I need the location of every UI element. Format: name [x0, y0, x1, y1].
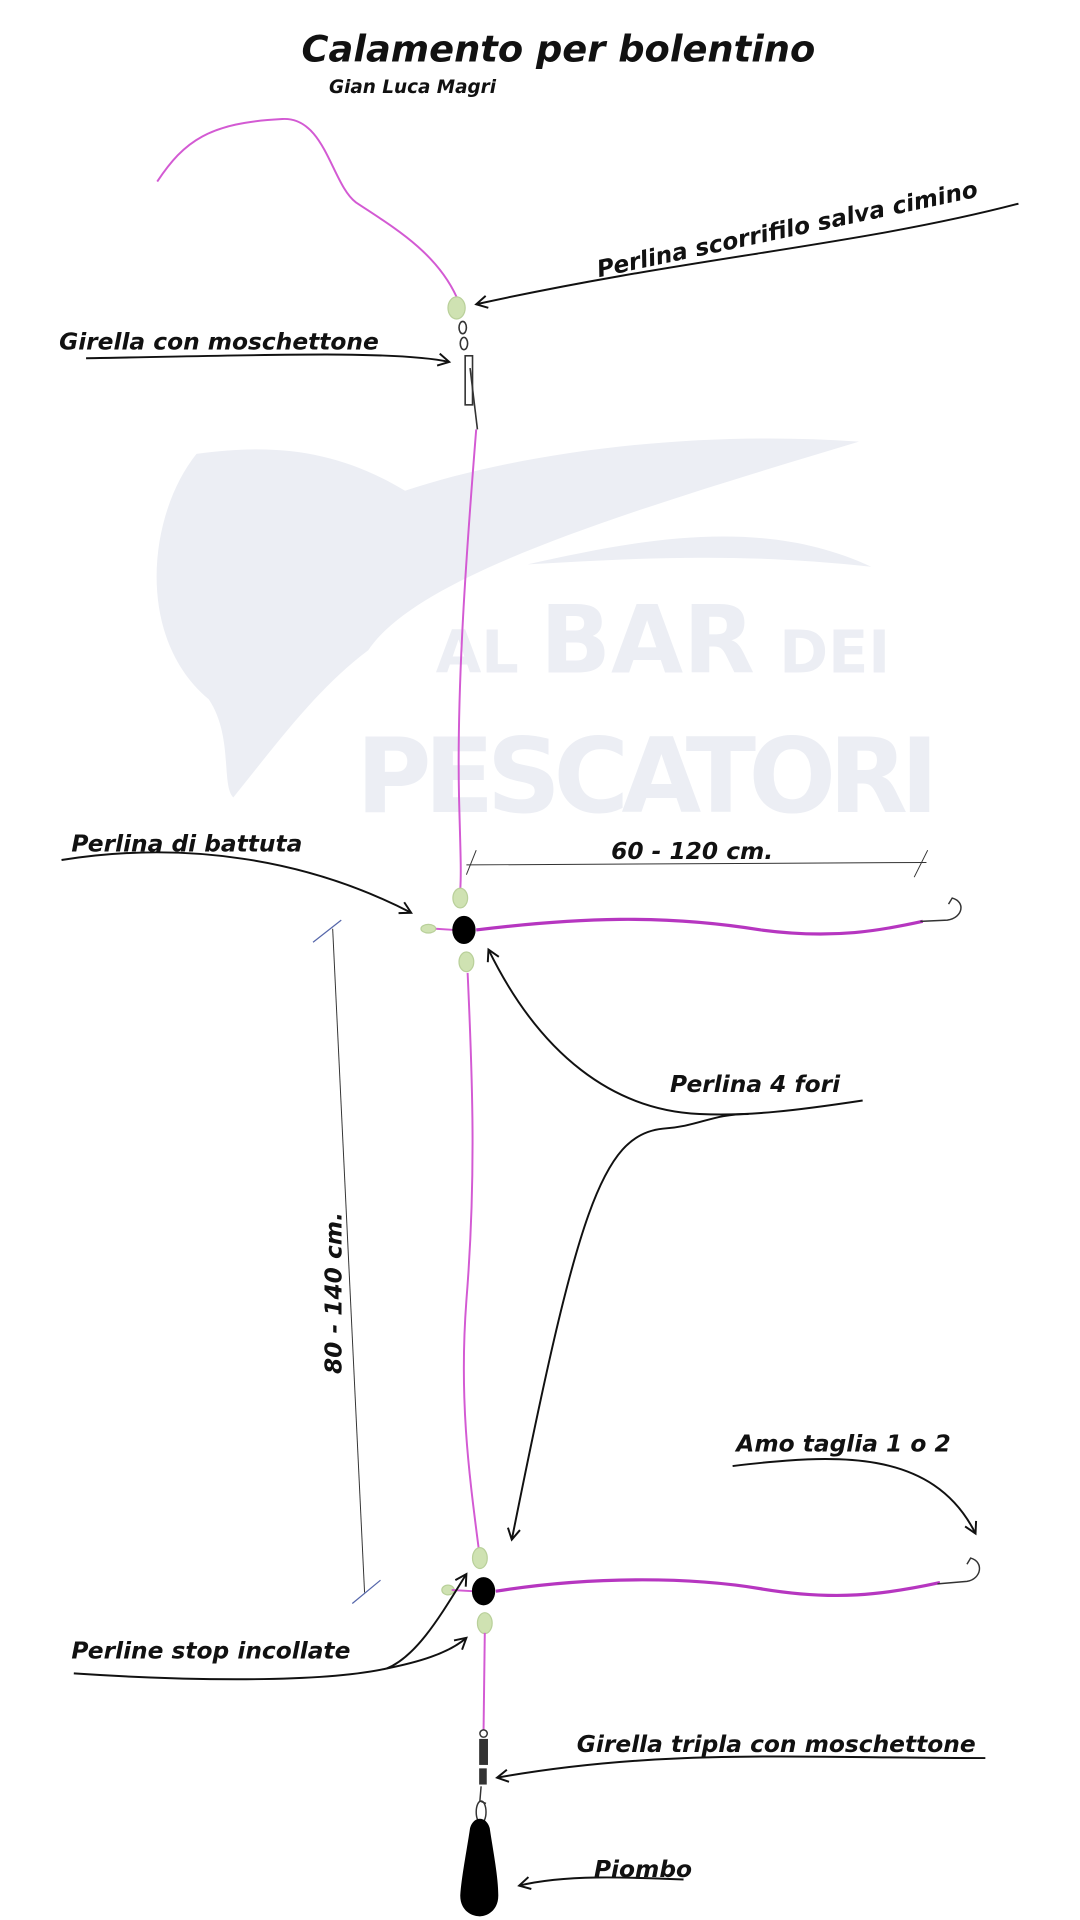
- bead-side-1: [420, 923, 437, 934]
- label-branch-length: 60 - 120 cm.: [611, 838, 773, 865]
- label-girella-moschettone: Girella con moschettone: [59, 329, 379, 356]
- mainline-lower: [482, 1632, 486, 1730]
- label-amo: Amo taglia 1 o 2: [734, 1430, 950, 1457]
- perlina-4-fori-upper: [452, 915, 476, 945]
- label-spacing-length: 80 - 140 cm.: [320, 1212, 347, 1374]
- label-perlina-scorrifilo: Perlina scorrifilo salva cimino: [595, 176, 981, 283]
- mainline-middle: [462, 972, 480, 1549]
- watermark-pescatori: PESCATORI: [356, 717, 939, 837]
- triple-swivel-icon: [475, 1729, 488, 1824]
- author: Gian Luca Magri: [329, 77, 497, 98]
- bead-upper-2: [458, 951, 475, 973]
- label-perlina-4-fori: Perlina 4 fori: [670, 1071, 841, 1098]
- mainline-upper: [457, 429, 478, 890]
- fish-watermark-icon: [156, 438, 872, 798]
- mainline-top: [156, 118, 458, 298]
- label-girella-tripla: Girella tripla con moschettone: [577, 1731, 976, 1758]
- sinker-icon: [460, 1818, 499, 1917]
- perlina-4-fori-lower: [471, 1577, 496, 1606]
- watermark-bar: BAR: [540, 585, 755, 694]
- swivel-snap-icon: [458, 320, 479, 430]
- bead-lower-1: [471, 1547, 488, 1570]
- bead-lower-2: [476, 1612, 493, 1635]
- bead-upper-1: [452, 887, 469, 909]
- watermark-al: AL: [436, 617, 519, 686]
- label-perline-stop: Perline stop incollate: [71, 1638, 350, 1665]
- branch-upper: [476, 917, 924, 936]
- hook-lower-icon: [937, 1557, 981, 1585]
- perlina-scorrifilo-bead: [447, 296, 466, 320]
- hook-upper-icon: [920, 897, 962, 923]
- watermark-dei: DEI: [779, 617, 890, 686]
- watermark-logo: AL BAR DEI PESCATORI: [156, 438, 939, 837]
- page-title: Calamento per bolentino: [302, 27, 816, 70]
- branch-lower: [495, 1578, 941, 1598]
- dimension-line-spacing: [332, 928, 366, 1593]
- dimension-line-branch: [466, 861, 927, 866]
